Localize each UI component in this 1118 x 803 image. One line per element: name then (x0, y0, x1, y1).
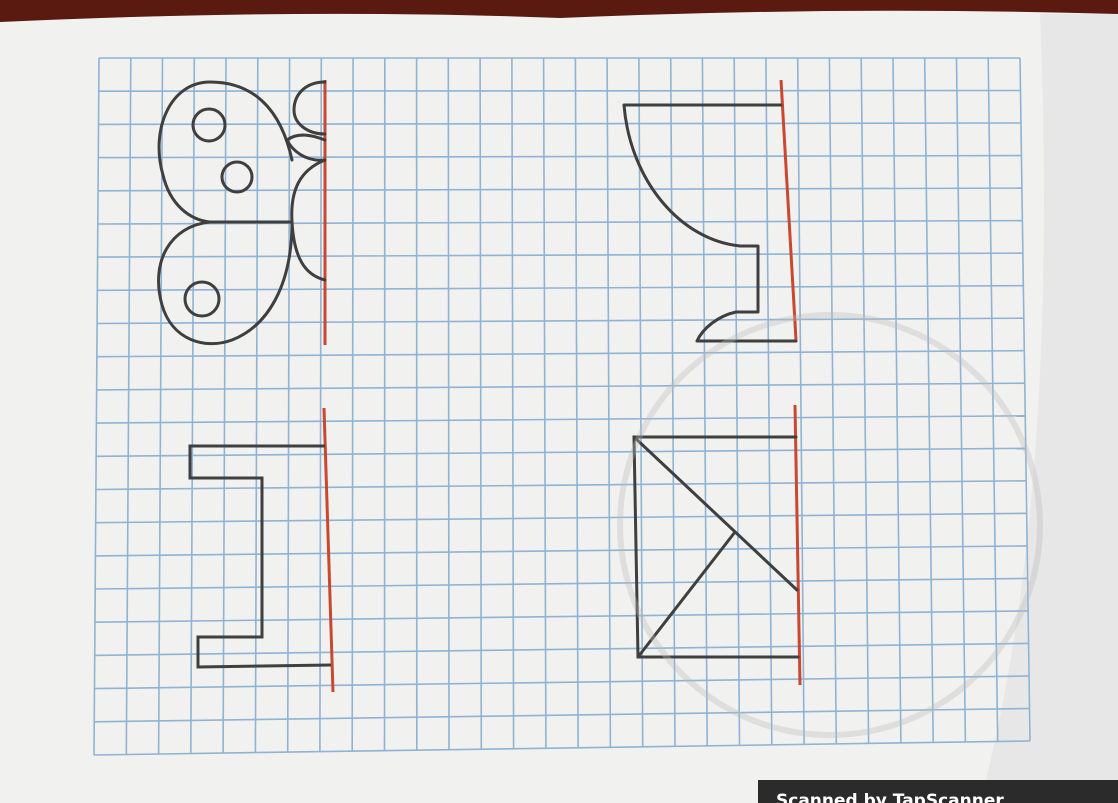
tapscanner-watermark: Scanned by TapScanner (758, 780, 1118, 803)
grid-line-vertical (448, 58, 449, 750)
paper-sheet (0, 11, 1118, 803)
grid-line-vertical (352, 58, 353, 751)
grid-line-horizontal (99, 91, 1021, 92)
